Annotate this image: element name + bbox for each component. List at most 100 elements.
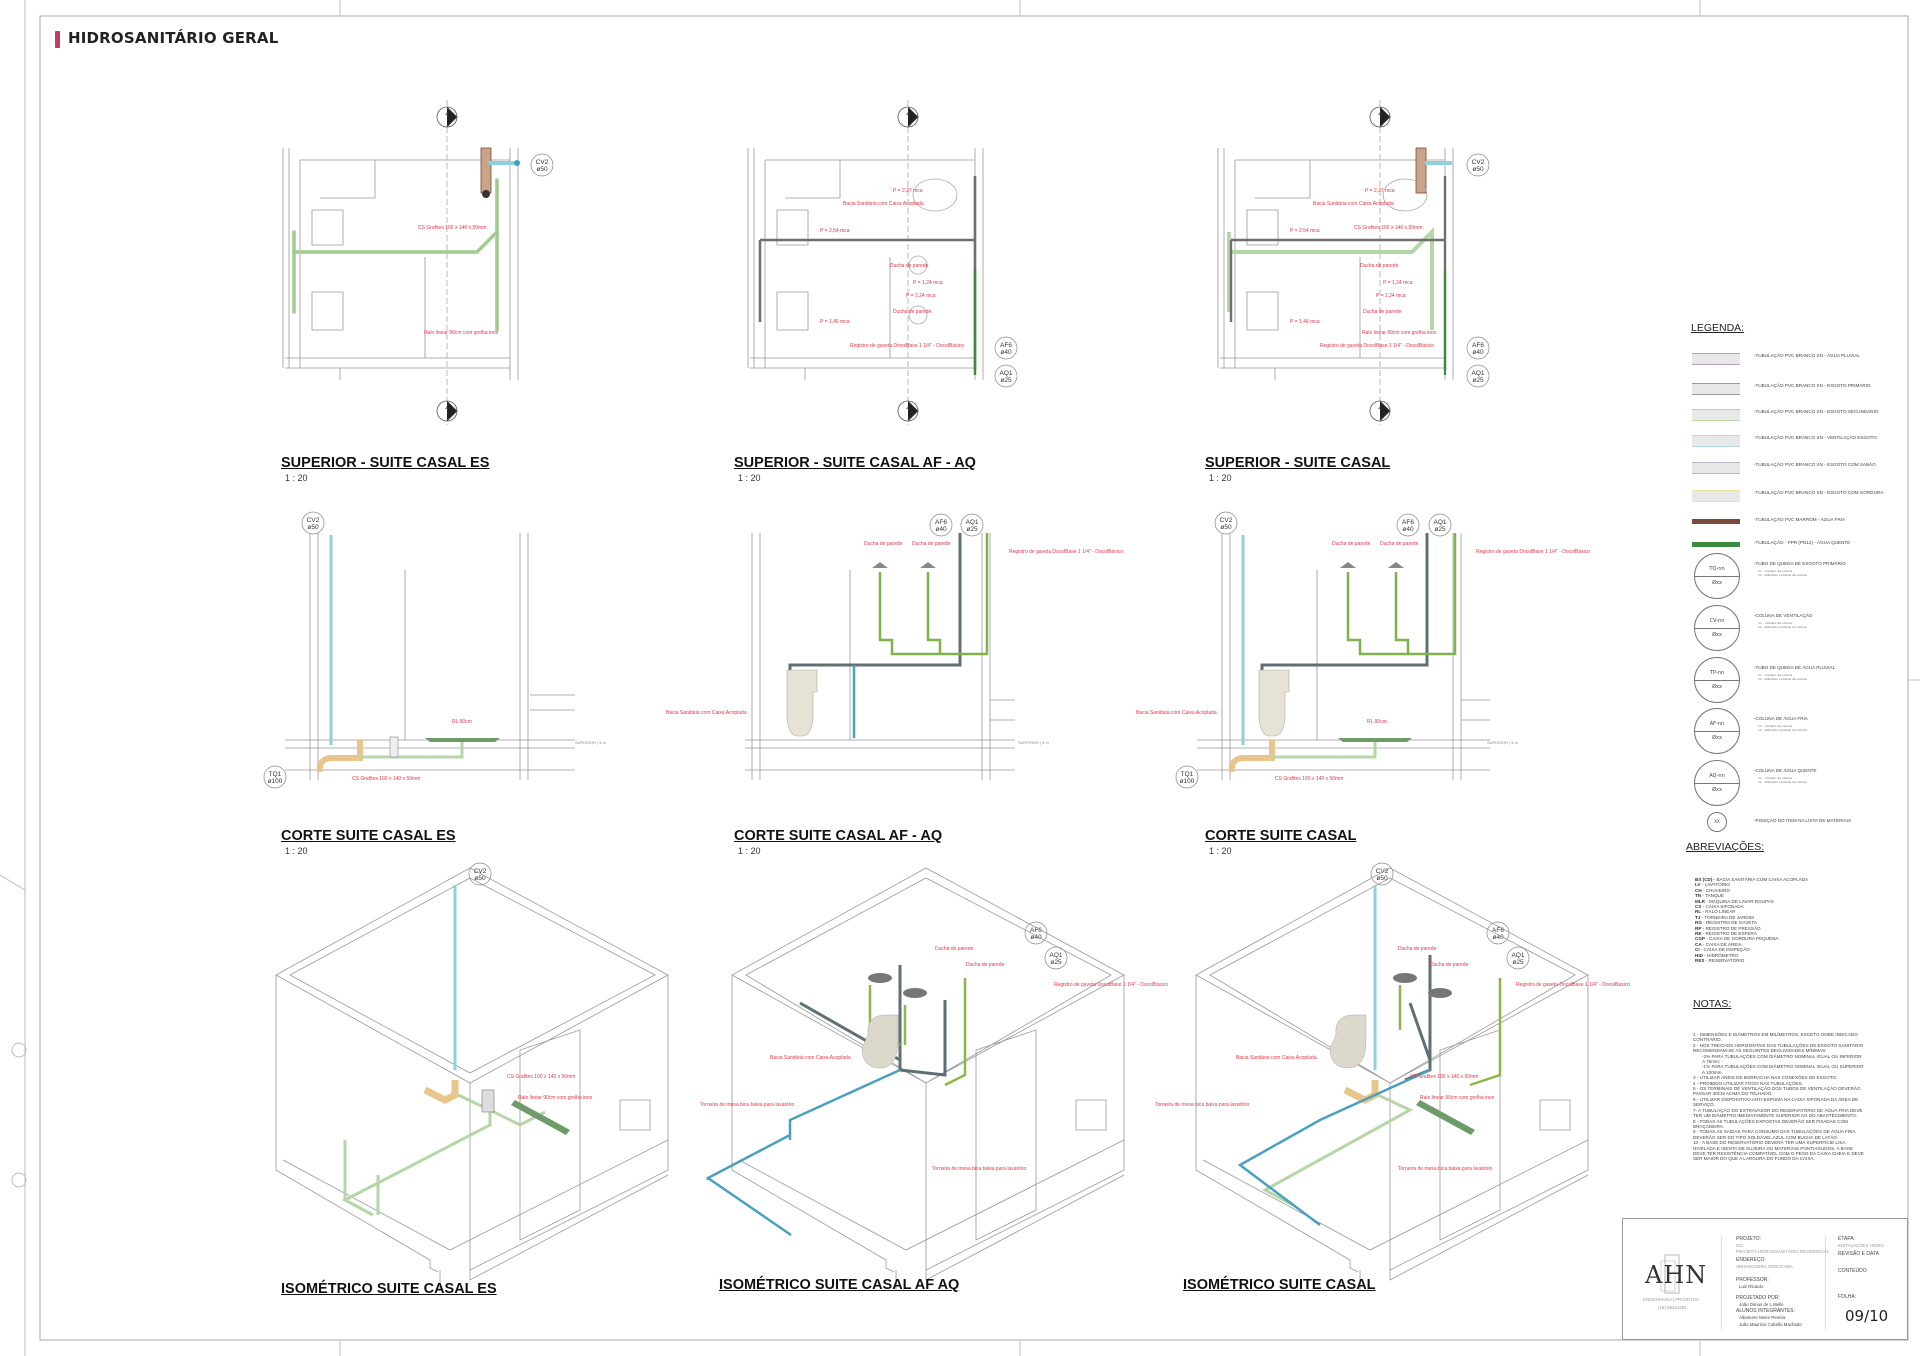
- abbreviation-key: CA: [1695, 941, 1702, 947]
- notes-list: 1 - DIMENSÕES E DIÂMETROS EM MILÍMETROS,…: [1693, 1032, 1865, 1162]
- svg-text:ø40: ø40: [1472, 349, 1484, 356]
- svg-text:AQ1: AQ1: [965, 519, 978, 526]
- svg-text:P = 1,24 mca: P = 1,24 mca: [906, 293, 936, 299]
- svg-text:TQ1: TQ1: [269, 771, 282, 778]
- svg-text:Registro de gaveta DocolBase 1: Registro de gaveta DocolBase 1 1/4" - Do…: [1476, 549, 1590, 555]
- svg-text:P = 1,46 mca: P = 1,46 mca: [820, 319, 850, 325]
- column-symbol-note: xx - diâmetro nominal da coluna: [1758, 677, 1807, 681]
- legend-line-label: -TUBULAÇÃO PVC BRANCO SN - ESGOTO PRIMÁR…: [1754, 383, 1871, 388]
- svg-text:CV2: CV2: [474, 868, 487, 875]
- abbreviation-value: - CAIXA SIFONADA: [1701, 904, 1744, 910]
- column-symbol-top: CV-nn: [1709, 618, 1725, 624]
- plan-casal-labels: P = 2,37 mca Bacia Sanitária com Caixa A…: [1290, 188, 1437, 349]
- etapa-value: INSTALAÇÕES HIDRO: [1838, 1243, 1884, 1248]
- note-item: 7- A TUBULAÇÃO DO EXTRAVASOR DO RESERVAT…: [1693, 1107, 1863, 1119]
- column-symbol-top: TQ-nn: [1709, 566, 1725, 572]
- column-symbol-note: xx - diâmetro nominal da coluna: [1758, 573, 1807, 577]
- view-scale: 1 : 20: [285, 846, 308, 856]
- svg-text:Ducha de parede: Ducha de parede: [966, 962, 1005, 968]
- projeto-label: PROJETO:: [1736, 1236, 1761, 1242]
- column-symbol-bottom: Øxx: [1712, 787, 1722, 793]
- column-symbol-label: -TUBO DE QUEDA DE ÁGUA PLUVIAL: [1754, 665, 1836, 670]
- abbreviation-item: RP - REGISTRO DE PRESSÃO: [1695, 926, 1808, 931]
- svg-text:ø25: ø25: [1000, 377, 1012, 384]
- note-item: 5 - OS TERMINAIS DE VENTILAÇÃO DOS TUBOS…: [1693, 1086, 1861, 1097]
- svg-text:ø40: ø40: [1492, 934, 1504, 941]
- abbreviation-value: - REGISTRO DE PRESSÃO: [1701, 925, 1761, 931]
- svg-text:CS Grafitex 100 x 140 x 50mm: CS Grafitex 100 x 140 x 50mm: [1354, 225, 1422, 231]
- item-position-tag: XX: [1714, 819, 1720, 824]
- abbreviation-item: RL - RALO LINEAR: [1695, 909, 1808, 914]
- sheet-number: 09/10: [1845, 1307, 1889, 1325]
- svg-text:ø50: ø50: [307, 524, 319, 531]
- svg-text:Ducha de parede: Ducha de parede: [1360, 263, 1399, 269]
- svg-text:CS Grafitex 100 x 140 x 50mm: CS Grafitex 100 x 140 x 50mm: [1275, 776, 1343, 782]
- svg-text:4: 4: [445, 405, 449, 412]
- abbreviation-value: - CAIXA DE AREIA: [1701, 941, 1742, 947]
- svg-text:P = 1,24 mca: P = 1,24 mca: [1383, 280, 1413, 286]
- svg-text:4: 4: [445, 111, 449, 118]
- column-symbol-top: AF-nn: [1709, 721, 1725, 727]
- view-title-iso-es: ISOMÉTRICO SUITE CASAL ES: [281, 1281, 497, 1297]
- view-scale: 1 : 20: [738, 473, 761, 483]
- abbreviation-item: CH - CHUVEIRO: [1695, 888, 1808, 893]
- section-walls: [285, 533, 1490, 780]
- abbreviation-key: CGP: [1695, 936, 1705, 942]
- projeto-code: 001: [1736, 1243, 1744, 1248]
- legend-line-label: -TUBULAÇÃO PVC BRANCO SN - ESGOTO COM SA…: [1754, 462, 1876, 467]
- note-item: 8 - TODAS AS TUBULAÇÕES EXPOSTAS DEVERÃO…: [1693, 1118, 1848, 1129]
- pipe-swatch-icon: [1692, 409, 1740, 421]
- svg-text:CS Grafitex 100 x 140 x 50mm: CS Grafitex 100 x 140 x 50mm: [352, 776, 420, 782]
- svg-text:Ducha de parede: Ducha de parede: [864, 541, 903, 547]
- section-mark-labels: 4 4 4 4 4 4: [445, 111, 1382, 412]
- iso-af-aq-pipes: [705, 965, 967, 1237]
- plan-es-labels: CS Grafitex 100 x 140 x 50mm Ralo linear…: [418, 225, 499, 336]
- abbreviation-key: RG: [1695, 920, 1702, 926]
- column-tags: [263, 153, 1530, 970]
- svg-text:AF6: AF6: [1030, 927, 1042, 934]
- abbreviation-key: HID: [1695, 952, 1703, 958]
- svg-text:Bacia Sanitária com Caixa Acop: Bacia Sanitária com Caixa Acoplada: [1236, 1055, 1317, 1061]
- conteudo-label: CONTEÚDO: [1838, 1268, 1867, 1274]
- professor-value: Luiz Ricardo: [1739, 1284, 1764, 1289]
- svg-text:Bacia Sanitária com Caixa Acop: Bacia Sanitária com Caixa Acoplada: [1136, 710, 1217, 716]
- section-markers: [436, 100, 1391, 425]
- svg-text:TQ1: TQ1: [1181, 771, 1194, 778]
- svg-text:Ralo linear 90cm com grelha in: Ralo linear 90cm com grelha inox: [424, 330, 499, 336]
- svg-text:ø25: ø25: [1434, 526, 1446, 533]
- abbreviation-key: CI: [1695, 947, 1700, 953]
- svg-text:P = 2,54 mca: P = 2,54 mca: [1290, 228, 1320, 234]
- section-af-aq-pipes: [786, 533, 989, 738]
- svg-text:Torneira de mesa bica baixa pa: Torneira de mesa bica baixa para lavatór…: [932, 1166, 1026, 1172]
- company-phone: (15) 98414284: [1658, 1305, 1687, 1310]
- company-logo: AHN: [1645, 1261, 1708, 1289]
- view-scale: 1 : 20: [285, 473, 308, 483]
- sheet-title: HIDROSANITÁRIO GERAL: [68, 29, 279, 47]
- svg-text:Ducha de parede: Ducha de parede: [1332, 541, 1371, 547]
- svg-text:CV2: CV2: [1220, 517, 1233, 524]
- title-accent-bar: [55, 31, 60, 48]
- svg-text:Ducha de parede: Ducha de parede: [1380, 541, 1419, 547]
- abbreviation-item: CGP - CAIXA DE GORDURA PEQUENA: [1695, 936, 1808, 941]
- svg-text:ø40: ø40: [1000, 349, 1012, 356]
- column-symbol-note: nn - número da coluna: [1758, 724, 1792, 728]
- legend-line-item: -TUBULAÇÃO PVC BRANCO SN - VENTILAÇÃO ES…: [1692, 432, 1912, 447]
- svg-text:Bacia Sanitária com Caixa Acop: Bacia Sanitária com Caixa Acoplada: [1313, 201, 1394, 207]
- column-symbol-top: AQ-nn: [1709, 773, 1725, 779]
- svg-text:ø25: ø25: [966, 526, 978, 533]
- item-position-label: -POSIÇÃO DO ITEM NA LISTA DE MATERIAIS: [1754, 818, 1852, 823]
- svg-text:Registro de gaveta DocolBase 1: Registro de gaveta DocolBase 1 1/4" - Do…: [850, 343, 964, 349]
- legend-line-label: -TUBULAÇÃO - PPR (PN12) - ÁGUA QUENTE: [1754, 540, 1851, 545]
- svg-text:AF6: AF6: [1472, 342, 1484, 349]
- svg-text:ø50: ø50: [1472, 166, 1484, 173]
- svg-text:RL 90cm: RL 90cm: [1367, 719, 1387, 725]
- abbreviations-title: ABREVIAÇÕES:: [1686, 841, 1765, 853]
- svg-text:AF6: AF6: [935, 519, 947, 526]
- endereco-value: ANHANGUERA SOROCABA: [1736, 1264, 1793, 1269]
- abbreviation-item: TN - TANQUE: [1695, 893, 1808, 898]
- svg-text:Bacia Sanitária com Caixa Acop: Bacia Sanitária com Caixa Acoplada: [770, 1055, 851, 1061]
- abbreviation-item: RG - REGISTRO DE GAVETA: [1695, 920, 1808, 925]
